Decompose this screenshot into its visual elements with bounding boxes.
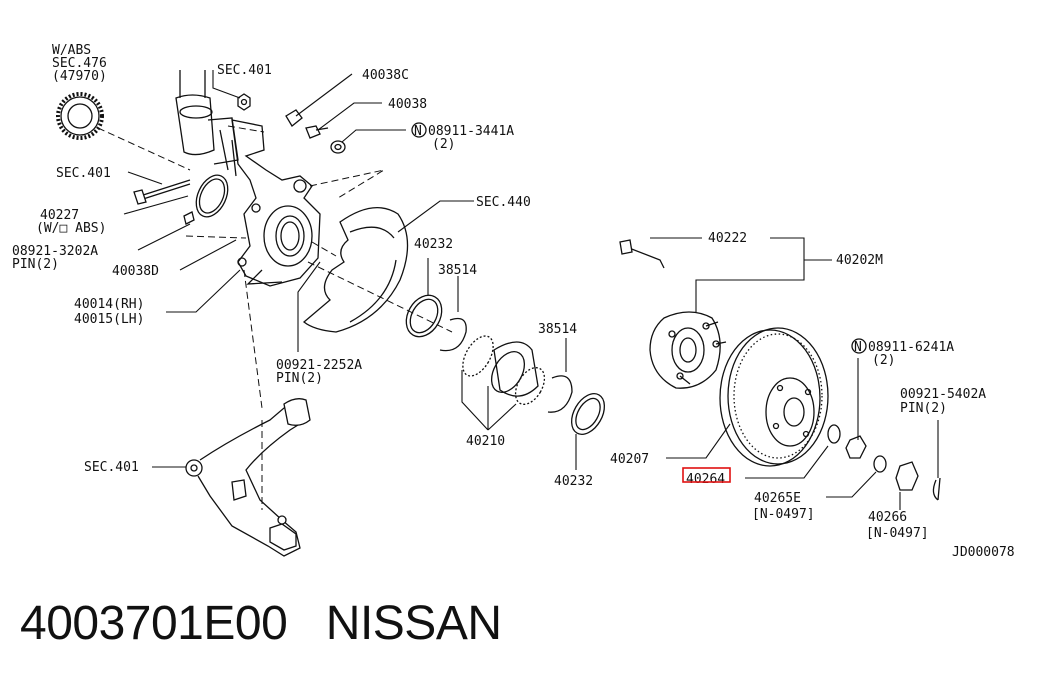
label-qty-2-a: (2) <box>432 137 455 152</box>
label-08921-3202a: 08921-3202A <box>12 244 98 259</box>
o-ring-40227 <box>195 174 229 218</box>
label-qty-2-b: (2) <box>872 353 895 368</box>
label-pin2-c: PIN(2) <box>900 401 947 416</box>
label-47970: (47970) <box>52 69 107 84</box>
label-jd000078: JD000078 <box>952 545 1015 560</box>
n-marker-text-2: N <box>854 340 862 355</box>
label-38514-top: 38514 <box>438 263 477 278</box>
label-sec476: SEC.476 <box>52 56 107 71</box>
label-40264: 40264 <box>686 472 725 487</box>
knuckle-hardware <box>133 93 346 225</box>
label-n-0497-a: [N-0497] <box>752 507 815 522</box>
part-labels: W/ABS SEC.476 (47970) SEC.401 40038C 400… <box>12 43 1015 560</box>
label-38514-b: 38514 <box>538 322 577 337</box>
label-40014-rh: 40014(RH) <box>74 297 144 312</box>
label-40266: 40266 <box>868 510 907 525</box>
brake-rotor <box>719 327 829 467</box>
bearing-group <box>405 294 606 435</box>
label-n-0497-b: [N-0497] <box>866 526 929 541</box>
wheel-hub <box>619 239 727 389</box>
label-40038: 40038 <box>388 97 427 112</box>
dust-shield <box>302 207 409 333</box>
label-w-abs: W/ABS <box>52 43 91 58</box>
exploded-parts-diagram: W/ABS SEC.476 (47970) SEC.401 40038C 400… <box>12 43 1015 560</box>
leader-lines <box>123 70 939 510</box>
spindle-nut-group <box>827 424 941 501</box>
label-40222: 40222 <box>708 231 747 246</box>
label-sec401-left: SEC.401 <box>56 166 111 181</box>
label-08911-3441a: 08911-3441A <box>428 124 514 139</box>
label-40210: 40210 <box>466 434 505 449</box>
lower-control-arm <box>185 398 311 557</box>
assembly-dashed-lines <box>97 125 453 510</box>
label-sec440: SEC.440 <box>476 195 531 210</box>
label-40227: 40227 <box>40 208 79 223</box>
label-00921-5402a: 00921-5402A <box>900 387 986 402</box>
n-marker-icon <box>411 122 427 138</box>
label-40202m: 40202M <box>836 253 883 268</box>
label-08911-6241a: 08911-6241A <box>868 340 954 355</box>
label-40207: 40207 <box>610 452 649 467</box>
label-40232-top: 40232 <box>414 237 453 252</box>
n-marker-text: N <box>414 124 422 139</box>
abs-sensor-ring <box>56 92 104 140</box>
label-40232-b: 40232 <box>554 474 593 489</box>
label-40265e: 40265E <box>754 491 801 506</box>
label-00921-2252a: 00921-2252A <box>276 358 362 373</box>
label-40038d: 40038D <box>112 264 159 279</box>
label-pin2-a: PIN(2) <box>12 257 59 272</box>
n-marker-icon-2 <box>851 338 867 354</box>
label-40038c: 40038C <box>362 68 409 83</box>
label-sec401-top: SEC.401 <box>217 63 272 78</box>
label-pin2-b: PIN(2) <box>276 371 323 386</box>
highlight-box <box>682 467 731 483</box>
strut-assembly <box>175 70 239 177</box>
steering-knuckle <box>231 119 321 287</box>
label-sec401-bottom: SEC.401 <box>84 460 139 475</box>
label-40015-lh: 40015(LH) <box>74 312 144 327</box>
part-number-caption: 4003701E00 NISSAN <box>20 597 502 650</box>
label-wo-abs: (W/□ ABS) <box>36 221 106 236</box>
